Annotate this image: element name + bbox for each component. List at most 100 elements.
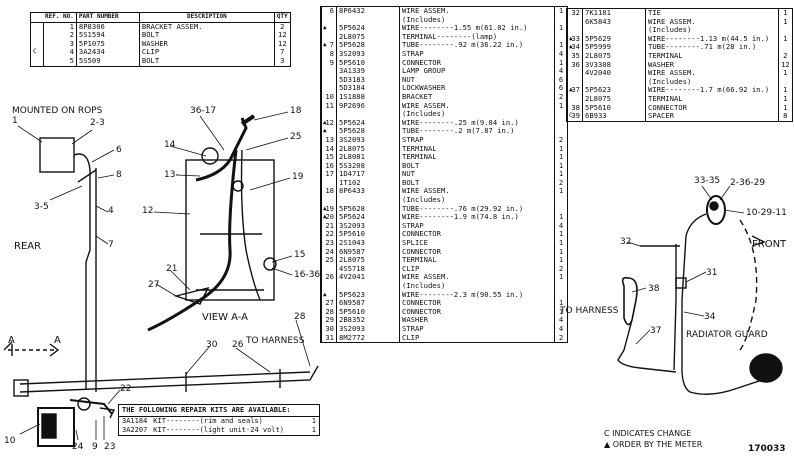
callout: 21	[166, 264, 178, 274]
row-ref	[321, 15, 337, 25]
row-part-number: 1T102	[336, 178, 400, 188]
row-part-number: 5P5628	[336, 127, 400, 136]
row-description: TERMINAL	[645, 51, 779, 61]
header-desc: DESCRIPTION	[138, 12, 275, 23]
callout: 10	[4, 436, 16, 446]
row-ref: 38	[567, 103, 583, 113]
row-ref	[321, 196, 337, 205]
row-qty	[554, 282, 568, 291]
row-qty: 1	[554, 101, 568, 111]
row-qty: 2	[554, 264, 568, 274]
row-part-number: 5P5623	[582, 86, 646, 95]
row-ref: 9	[321, 58, 337, 68]
row-part-number: 3S2093	[336, 221, 400, 231]
row-description: TUBE--------.76 m(29.92 in.)	[399, 204, 555, 214]
row-ref: 35	[567, 51, 583, 61]
row-mark: ▲	[323, 127, 327, 135]
row-qty: 2	[273, 22, 291, 32]
callout: 30	[206, 340, 218, 350]
row-mark: C	[569, 112, 573, 120]
row-description: WIRE ASSEM.	[645, 69, 779, 78]
row-description: SPLICE	[399, 239, 555, 248]
row-description: STRAP	[399, 49, 555, 59]
row-description: LAMP GROUP	[399, 67, 555, 76]
row-qty: 1	[554, 161, 568, 171]
callout: 14	[164, 140, 176, 150]
row-ref	[321, 290, 337, 300]
row-description: WIRE ASSEM.	[399, 101, 555, 111]
row-part-number: 3S2093	[336, 49, 400, 59]
row-part-number: 5P5610	[336, 230, 400, 240]
row-qty: 2	[554, 135, 568, 145]
row-ref	[567, 77, 583, 87]
row-description: NUT	[399, 170, 555, 179]
row-description: CLIP	[399, 333, 555, 343]
row-qty: 1	[554, 299, 568, 308]
row-qty: 1	[778, 86, 793, 95]
row-part-number: 5D3184	[336, 84, 400, 93]
row-part-number: 5D3183	[336, 75, 400, 85]
row-ref: 2	[42, 31, 77, 40]
row-part-number: 2L8075	[336, 32, 400, 42]
row-description: TUBE--------.2 m(7.87 in.)	[399, 127, 555, 136]
row-description: WIRE ASSEM.	[399, 187, 555, 197]
header-qty: QTY	[273, 12, 291, 23]
row-description: (Includes)	[645, 26, 779, 35]
row-qty	[554, 32, 568, 42]
row-ref: 26	[321, 273, 337, 282]
row-qty	[554, 204, 568, 214]
row-part-number: 3V3308	[582, 60, 646, 70]
row-part-number: 4S5718	[336, 264, 400, 274]
row-qty	[554, 15, 568, 25]
row-qty: 8	[778, 112, 793, 122]
row-description: WASHER	[138, 39, 275, 49]
row-qty: 4	[554, 67, 568, 76]
row-ref: 19	[321, 204, 337, 214]
callout: 7	[108, 240, 114, 250]
row-qty: 1	[778, 69, 793, 78]
callout: 38	[648, 284, 660, 294]
row-description: BOLT	[138, 31, 275, 40]
callout: 32	[620, 237, 632, 247]
kit-row: 3A1184 KIT--------(rim and seals) 1	[119, 417, 319, 426]
row-description: WIRE ASSEM.	[645, 17, 779, 27]
row-mark: C	[33, 48, 37, 56]
callout: 13-	[164, 170, 179, 180]
callout: 33-35	[694, 176, 721, 186]
row-ref: 7	[321, 41, 337, 50]
row-ref: 6	[321, 6, 337, 16]
kit-desc: KIT--------(light unit-24 volt)	[153, 426, 284, 434]
callout: 31	[706, 268, 718, 278]
row-qty: 1	[554, 170, 568, 179]
row-qty	[554, 110, 568, 119]
row-part-number	[336, 196, 400, 205]
row-description: STRAP	[399, 135, 555, 145]
row-part-number: 5S1594	[75, 31, 140, 40]
row-ref	[567, 17, 583, 27]
row-part-number: 5S509	[75, 56, 140, 67]
row-ref: 28	[321, 307, 337, 317]
row-qty	[778, 43, 793, 52]
row-qty: 6	[554, 84, 568, 93]
row-qty: 4	[554, 49, 568, 59]
callout: 37	[650, 326, 662, 336]
row-qty	[554, 127, 568, 136]
row-part-number: 5P5999	[582, 43, 646, 52]
row-ref: 39	[567, 112, 583, 122]
row-description: BRACKET	[399, 92, 555, 102]
row-description: CONNECTOR	[399, 247, 555, 257]
row-description: STRAP	[399, 221, 555, 231]
row-ref	[567, 69, 583, 78]
